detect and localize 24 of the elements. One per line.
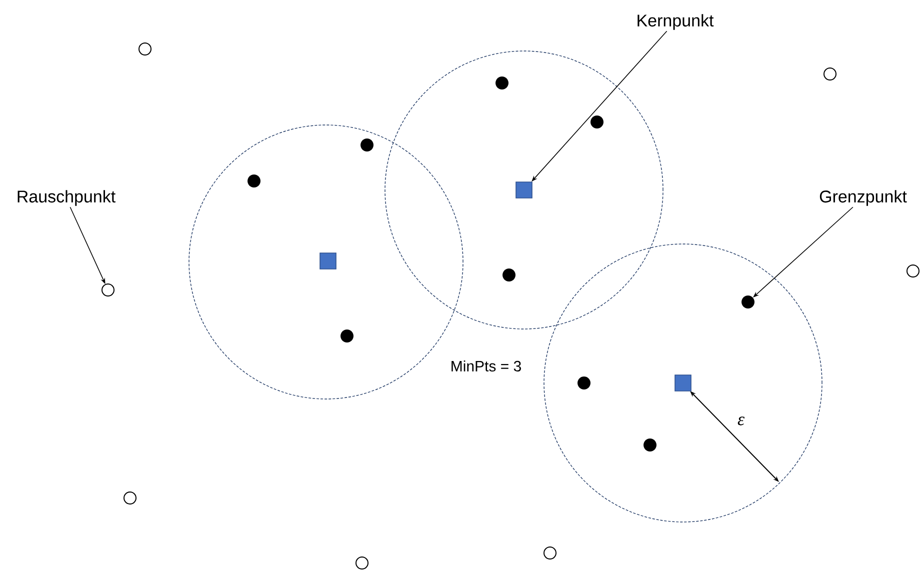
data-point (742, 296, 754, 308)
data-point (102, 284, 114, 296)
callout-text: Rauschpunkt (18, 190, 116, 206)
epsilon-label: ε (738, 416, 745, 426)
data-point (360, 138, 374, 152)
square-point (674, 374, 692, 392)
data-point (590, 116, 604, 128)
data-point (824, 68, 836, 80)
data-point (248, 174, 260, 188)
data-point (906, 264, 920, 278)
data-point (644, 438, 656, 452)
data-point (138, 42, 152, 56)
data-point (544, 546, 556, 560)
data-point (356, 556, 368, 570)
data-point (124, 492, 136, 504)
parameter-label: MinPts = 3 (452, 360, 521, 372)
callout-text: Grenzpunkt (820, 190, 907, 206)
data-point (502, 268, 516, 282)
data-point (578, 376, 590, 390)
callout-text: Kernpunkt (638, 14, 714, 30)
data-point (340, 330, 354, 342)
square-point (320, 252, 336, 270)
data-point (496, 76, 508, 90)
square-point (516, 182, 532, 198)
